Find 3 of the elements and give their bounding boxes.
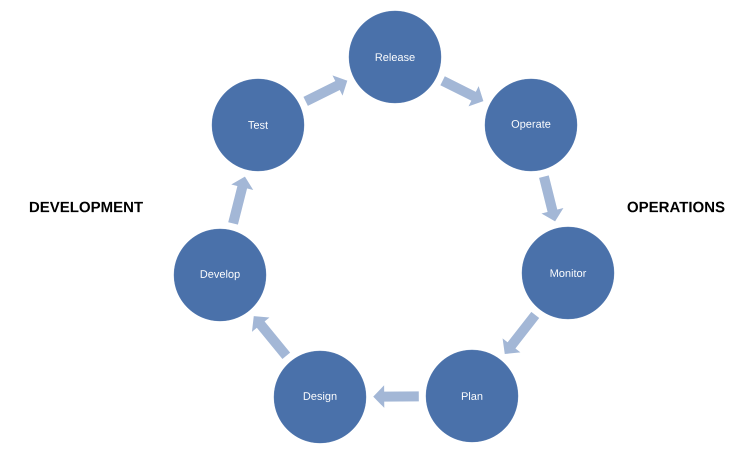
side-label: OPERATIONS — [628, 202, 724, 212]
side-label: DEVELOPMENT — [30, 202, 143, 212]
block-arrow — [252, 316, 290, 360]
